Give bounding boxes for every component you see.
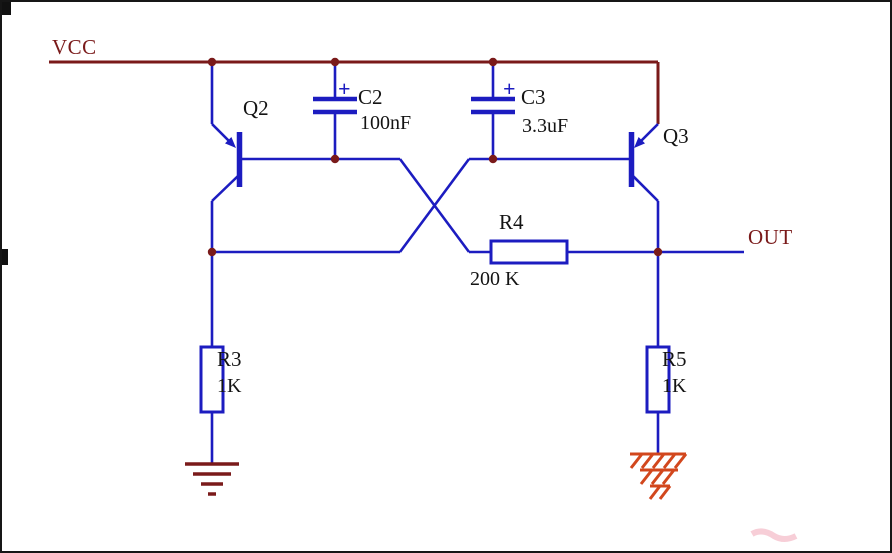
junction-dot [653,247,663,257]
r4-label: R4 [499,210,524,234]
c2-capacitor [313,62,357,159]
r5-label: R5 [662,347,687,371]
scan-artifacts [2,2,11,265]
c2-label: C2 [358,85,383,109]
junction-dot [207,247,217,257]
ground-right [629,452,688,500]
q3-label: Q3 [663,124,689,148]
c3-polarity-mark: + [503,76,516,101]
r5-value: 1K [662,375,687,397]
r3-value: 1K [217,375,242,397]
junction-dot [330,57,340,67]
c3-capacitor [471,62,515,159]
cross-coupling-wires [212,157,630,254]
r4-resistor [469,239,658,265]
ground-right-hatch-1 [629,453,688,469]
watermark-smudge [750,528,798,542]
r4-value: 200 K [470,268,520,290]
ground-left [185,462,239,496]
c3-label: C3 [521,85,546,109]
watermark-stroke [750,528,798,542]
c2-polarity-mark: + [338,76,351,101]
c2-value: 100nF [360,112,411,134]
vcc-label: VCC [52,35,97,59]
ground-right-hatch-3 [648,485,672,500]
q2-label: Q2 [243,96,269,120]
q2-transistor [210,62,243,252]
cross-wire-up [398,158,471,253]
r5-resistor [645,252,671,454]
q3-transistor [628,123,660,252]
ground-right-hatch-2 [639,469,676,485]
q3-emitter-arrow-icon [634,137,645,148]
q2-collector-diagonal [211,175,239,202]
r3-label: R3 [217,347,242,371]
r3-resistor [199,252,225,464]
junction-dots [207,57,663,257]
junction-dot [207,57,217,67]
junction-dot [488,154,498,164]
r4-body [489,239,569,265]
out-label: OUT [748,225,793,249]
q2-emitter-arrow-icon [225,137,236,148]
scan-artifact [2,249,8,265]
junction-dot [488,57,498,67]
q3-collector-diagonal [632,175,659,202]
vcc-rail [49,60,660,124]
q2-emitter-diagonal [211,123,231,143]
scan-artifact [2,2,11,15]
q3-emitter-diagonal [639,123,659,143]
c3-value: 3.3uF [522,115,568,137]
junction-dot [330,154,340,164]
